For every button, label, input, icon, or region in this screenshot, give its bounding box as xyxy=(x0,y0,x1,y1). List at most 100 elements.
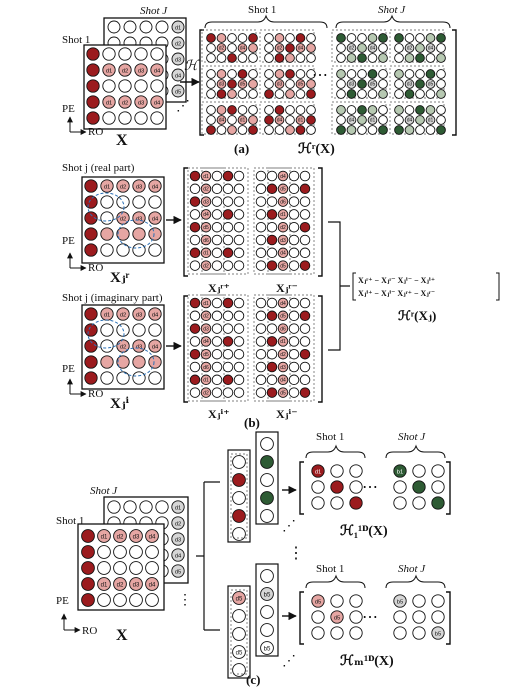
hankel-entry xyxy=(222,260,234,271)
hankel-entry xyxy=(266,361,278,373)
hankel-entry xyxy=(306,43,316,53)
sample-dot xyxy=(171,564,185,578)
hankel-entry xyxy=(306,69,316,79)
hankel-entry xyxy=(288,247,300,259)
x-label-c: X xyxy=(116,627,128,644)
hankel-entry xyxy=(227,125,237,135)
hankel-entry xyxy=(295,33,306,43)
hankel-entry xyxy=(431,496,445,510)
sample-dot-label: d4 xyxy=(219,118,225,124)
hankel-entry xyxy=(346,115,357,125)
hankel-entry xyxy=(189,310,201,322)
sample-dot xyxy=(132,355,146,369)
hankel-entry xyxy=(255,260,267,271)
hankel-entry xyxy=(211,183,223,195)
sample-dot xyxy=(150,63,164,77)
sample-dot-label: d6 xyxy=(203,238,209,244)
hankel-entry xyxy=(222,183,234,195)
hankel-entry xyxy=(412,464,426,478)
sample-dot xyxy=(102,79,116,93)
hankel-entry xyxy=(394,79,404,89)
hankel-entry xyxy=(200,247,212,259)
top-matrix-dots: ⋯ xyxy=(362,479,378,496)
sample-dot-label: d1 xyxy=(106,68,113,74)
hankel-entry xyxy=(211,247,223,259)
sample-dot-label: d2 xyxy=(120,312,127,318)
hankel-entry xyxy=(216,125,227,135)
hankel-entry xyxy=(233,374,245,386)
hankel-entry xyxy=(274,79,285,89)
pe-label-a: PE xyxy=(62,103,75,115)
hankel-entry xyxy=(277,387,289,398)
sample-dot xyxy=(171,84,185,98)
hankel-entry xyxy=(330,480,344,494)
sample-dot-label: d1 xyxy=(298,118,304,124)
hankel-entry xyxy=(266,310,278,322)
hankel-entry xyxy=(436,89,446,99)
branch-tree-c xyxy=(196,481,220,631)
hankel-entry xyxy=(266,221,278,233)
sample-dot xyxy=(155,500,169,514)
hankel-entry xyxy=(299,310,311,322)
sample-dot xyxy=(171,548,185,562)
hankel-entry xyxy=(233,247,245,259)
top-column-cells xyxy=(230,437,274,541)
hankel-entry xyxy=(216,53,227,63)
group-top-shot1: Shot 1 xyxy=(316,431,344,443)
hankel-entry xyxy=(222,361,234,373)
hankel-entry xyxy=(393,480,407,494)
column-entry xyxy=(232,455,246,469)
hankel-entry xyxy=(394,69,404,79)
block-matrix-row1: Xⱼʳ⁺ − Xⱼʳ⁻ Xⱼⁱ⁻ − Xⱼⁱ⁺ xyxy=(358,276,435,285)
hankel-entry xyxy=(346,53,357,63)
hankel-entry xyxy=(404,105,415,115)
hankel-entry xyxy=(415,33,425,43)
hankel-entry xyxy=(415,53,425,63)
bottom-column-dots: ⋰ xyxy=(282,654,296,669)
sample-dot-label: d3 xyxy=(280,238,286,244)
hankel-entry xyxy=(266,234,278,246)
imag-neighborhood-2 xyxy=(117,347,155,377)
sample-dot xyxy=(129,593,143,607)
hankel-entry xyxy=(189,336,201,347)
hankel-entry xyxy=(237,89,248,99)
hankel-entry xyxy=(436,105,446,115)
hankel-entry xyxy=(274,89,285,99)
hankel-entry xyxy=(367,33,378,43)
sample-dot xyxy=(97,577,111,591)
hankel-entry xyxy=(330,594,344,608)
real-matrix-left-bracket xyxy=(183,167,188,277)
hankel-entry xyxy=(299,260,311,271)
hankel-entry xyxy=(248,43,258,53)
combine-bracket-b xyxy=(328,221,350,351)
sample-dot-label: b5 xyxy=(397,599,404,605)
hankel-entry xyxy=(415,115,425,125)
sample-dot-label: d3 xyxy=(280,365,286,371)
hankel-entry xyxy=(285,105,295,115)
group-shot1-label-a: Shot 1 xyxy=(248,4,276,16)
top-matrix-left-bracket xyxy=(299,461,304,515)
column-entry xyxy=(232,591,246,605)
sample-dot xyxy=(150,111,164,125)
sample-dot xyxy=(97,593,111,607)
hankel-entry xyxy=(211,387,223,398)
sample-dot xyxy=(84,307,98,321)
sample-dot-label: d1 xyxy=(175,505,182,511)
hankel-entry xyxy=(357,105,367,115)
hankel-entry xyxy=(288,170,300,182)
sample-dot-label: d4 xyxy=(152,184,159,190)
hankel-entry xyxy=(346,43,357,53)
sample-dot-label: d4 xyxy=(407,118,413,124)
hankel-entry xyxy=(367,105,378,115)
hankel-entry xyxy=(233,209,245,220)
sample-dot-label: d3 xyxy=(136,344,143,350)
sample-dot-label: d5 xyxy=(175,569,182,575)
sample-dot xyxy=(132,179,146,193)
sample-dot-label: d5 xyxy=(280,314,286,320)
sample-dot xyxy=(123,20,137,34)
hankel-entry xyxy=(266,297,278,309)
x-label-a: X xyxy=(116,132,128,149)
